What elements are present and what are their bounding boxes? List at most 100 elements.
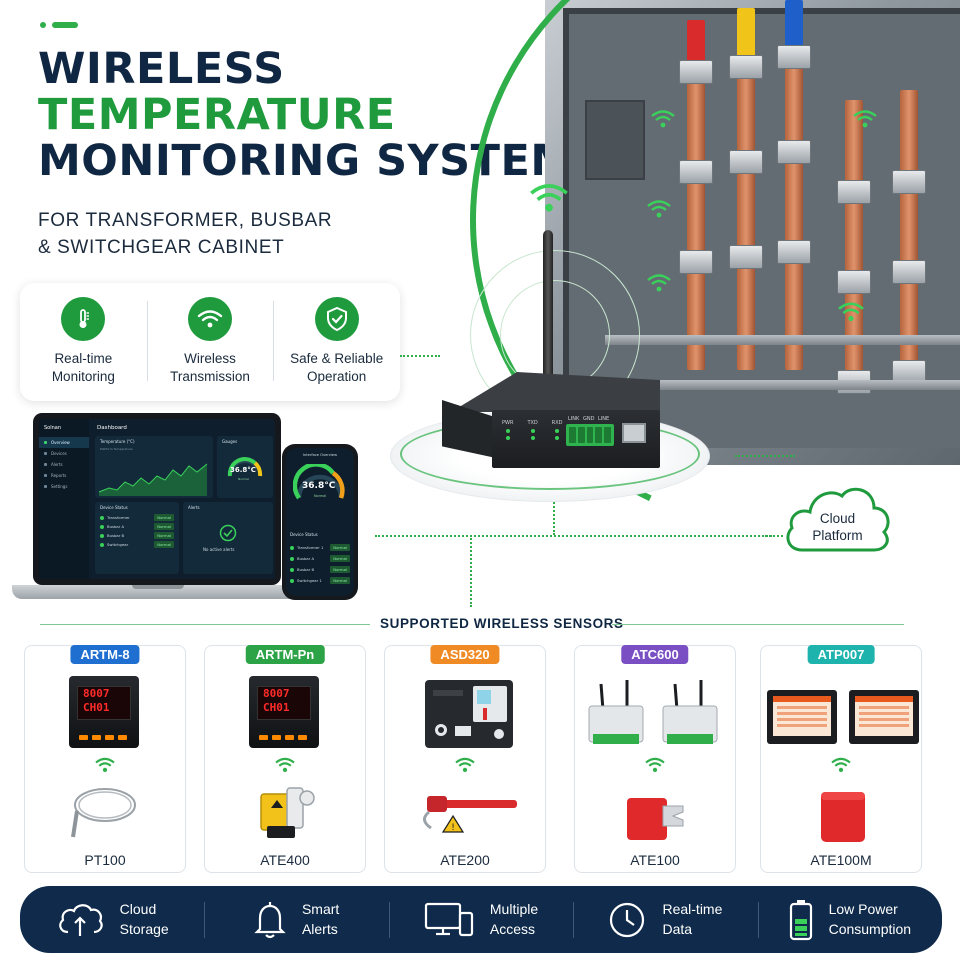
sidebar-item-overview[interactable]: Overview [39, 437, 89, 448]
device-name: Switchgear [100, 542, 128, 547]
status-badge: Normal [330, 544, 350, 551]
device-name: Transformer [100, 515, 130, 520]
terminal-label: GND [583, 416, 595, 422]
atc600-collector-image [588, 680, 718, 744]
feature-label: Real-time Monitoring [51, 351, 115, 385]
sensor-card-asd320: ASD320 ! ATE200 [384, 645, 546, 873]
wifi-signal-icon [647, 274, 671, 292]
device-name: Busbar A [290, 556, 314, 561]
sidebar-item-reports[interactable]: Reports [39, 470, 89, 481]
dashboard-title: Dashboard [97, 425, 127, 431]
status-badge: Normal [154, 523, 174, 530]
sensor-caption: ATE100 [630, 852, 680, 868]
panel-title: Temperature (°C) [100, 439, 135, 444]
gateway-terminal-block [566, 424, 614, 446]
wifi-icon [188, 297, 232, 341]
screen-line: CH01 [263, 700, 290, 714]
thermometer-icon [61, 297, 106, 341]
wifi-signal-icon [838, 302, 864, 322]
sensor-card-atp007: ATP007 ATE100M [760, 645, 922, 873]
gateway-leds: PWR TXD RXD [502, 420, 563, 440]
led-label: RXD [551, 420, 563, 426]
feature-label: Safe & Reliable Operation [290, 351, 384, 385]
ate100-sensor-image [627, 798, 684, 840]
wifi-icon [455, 757, 475, 773]
led-label: PWR [502, 420, 514, 426]
title-line-2: TEMPERATURE [38, 90, 396, 140]
feature-realtime-monitoring: Real-time Monitoring [20, 283, 147, 401]
benefit-label: Cloud Storage [119, 900, 169, 937]
sensor-caption: ATE200 [440, 852, 490, 868]
alerts-panel: Alerts No active alerts [183, 502, 273, 574]
device-row: Transformer Normal [95, 513, 179, 522]
led-label: TXD [527, 420, 538, 426]
sidebar-item-alerts[interactable]: Alerts [39, 459, 89, 470]
laptop-base [12, 585, 304, 599]
status-badge: Normal [154, 514, 174, 521]
title-line-1: WIRELESS [38, 44, 285, 94]
status-badge: Normal [154, 532, 174, 539]
phone-gauge-status: Normal [314, 494, 327, 498]
gateway-antenna [543, 230, 553, 390]
device-name: Transformer 1 [290, 545, 323, 550]
sidebar-item-devices[interactable]: Devices [39, 448, 89, 459]
ate400-sensor-image [260, 787, 315, 838]
sidebar-item-settings[interactable]: Settings [39, 481, 89, 492]
connector-line [470, 535, 472, 607]
laptop-dashboard: Solnan Overview Devices Alerts Reports S… [33, 413, 281, 585]
benefit-smart-alerts: Smart Alerts [204, 886, 388, 953]
benefit-multiple-access: Multiple Access [388, 886, 573, 953]
wifi-signal-icon [651, 110, 675, 128]
device-row: Transformer 1 Normal [286, 542, 354, 553]
panel-title: Alerts [188, 505, 200, 510]
wifi-icon [95, 757, 115, 773]
device-name: Busbar B [290, 567, 314, 572]
gauge-status: Normal [238, 477, 249, 481]
sensor-caption: PT100 [84, 852, 126, 868]
ethernet-port [622, 423, 646, 443]
sensor-card-atc600: ATC600 ATE100 [574, 645, 736, 873]
panel-title: Device Status [100, 505, 128, 510]
title-line-3: MONITORING SYSTEM [38, 136, 574, 186]
panel-title: Gauges [222, 439, 238, 444]
sensor-caption: ATE100M [810, 852, 872, 868]
device-name: Busbar B [100, 533, 124, 538]
benefit-cloud-storage: Cloud Storage [20, 886, 204, 953]
screen-line: 8007 [263, 687, 290, 700]
cloud-upload-icon [58, 903, 103, 936]
terminal-label: LINK [568, 416, 580, 422]
feature-label: Wireless Transmission [170, 351, 250, 385]
ate200-sensor-image: ! [423, 796, 517, 833]
sensors-heading: SUPPORTED WIRELESS SENSORS [380, 616, 624, 631]
connector-line [735, 455, 795, 457]
wifi-icon [645, 757, 665, 773]
model-tag: ARTM-8 [70, 645, 140, 664]
gauge-value: 36.8°C [230, 466, 256, 474]
asd320-controller-image [425, 680, 513, 748]
benefits-bar: Cloud Storage Smart Alerts Multiple Acce… [20, 886, 942, 953]
devices-icon [424, 902, 473, 936]
wireless-gateway-device: PWR TXD RXD LINK GND LINE [440, 372, 660, 468]
connector-line [553, 495, 555, 535]
benefit-realtime-data: Real-time Data [573, 886, 757, 953]
check-circle-icon [219, 524, 237, 542]
sensor-caption: ATE400 [260, 852, 310, 868]
clock-icon [610, 902, 645, 937]
wifi-signal-icon [853, 110, 877, 128]
cloud-platform-label: Cloud Platform [812, 511, 863, 543]
benefit-label: Smart Alerts [301, 900, 340, 937]
panel-subtitle: Platform Temperature [100, 447, 133, 451]
model-tag: ATC600 [621, 645, 689, 664]
wifi-icon [275, 757, 295, 773]
subtitle-line-2: & SWITCHGEAR CABINET [38, 236, 285, 258]
temperature-area-chart [98, 463, 208, 496]
no-alerts-text: No active alerts [203, 547, 235, 552]
